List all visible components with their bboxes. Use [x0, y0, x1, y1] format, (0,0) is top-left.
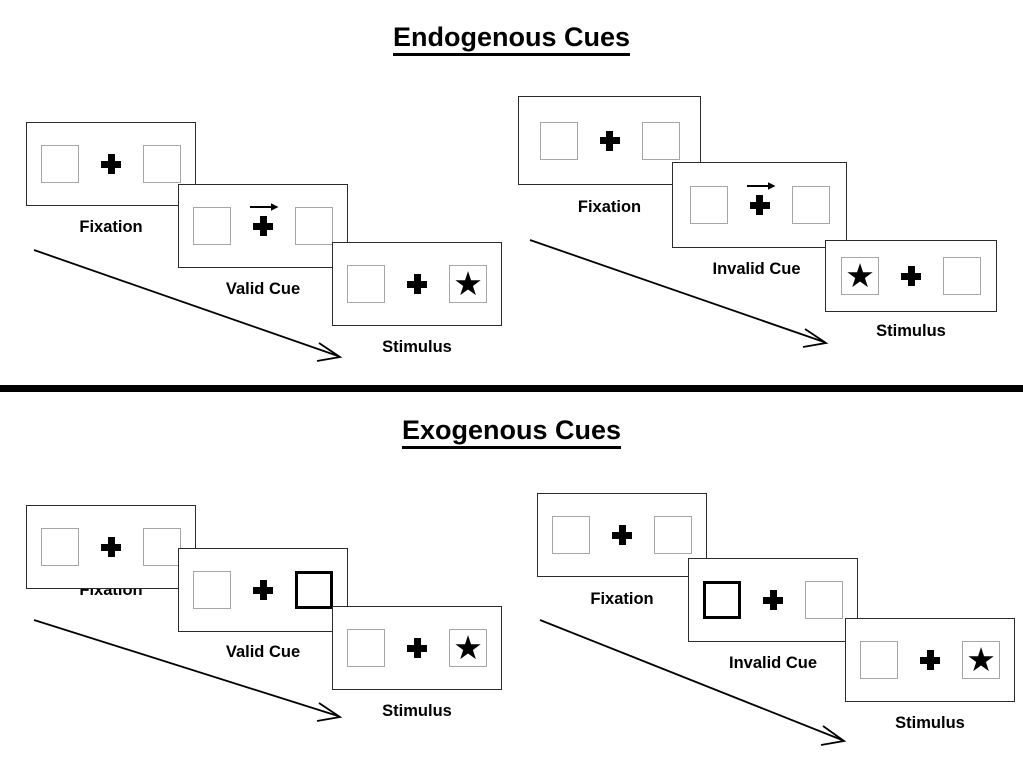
stim-box-left — [552, 516, 590, 554]
stim-box-right — [791, 186, 830, 224]
fixation-cross-icon — [746, 182, 775, 215]
panel-endogenous-valid-stimulus: ★ — [332, 242, 502, 326]
fixation-cross-icon — [920, 650, 940, 670]
step-label-endogenous-invalid-cue: Invalid Cue — [712, 260, 801, 278]
section-title-exogenous: Exogenous Cues — [0, 415, 1023, 449]
stim-box-left: ★ — [841, 257, 879, 295]
time-arrow-exogenous-valid-line — [33, 619, 339, 717]
stim-box-left — [689, 186, 728, 224]
panel-inner — [552, 516, 692, 554]
stim-box-right-cued — [295, 571, 333, 609]
stim-box-right — [805, 581, 843, 619]
step-label-exogenous-invalid-cue: Invalid Cue — [728, 654, 818, 672]
panel-endogenous-valid-fixation — [26, 122, 196, 206]
fixation-cross-icon — [407, 274, 427, 294]
star-icon: ★ — [966, 640, 996, 678]
star-icon: ★ — [845, 256, 875, 294]
stim-box-right — [295, 207, 333, 245]
time-arrow-endogenous-invalid-line — [529, 239, 825, 343]
fixation-cross-icon — [101, 154, 121, 174]
time-arrow-exogenous-invalid-head — [820, 725, 847, 746]
panel-inner — [41, 145, 181, 183]
stim-box-left — [41, 528, 79, 566]
stim-box-left — [41, 145, 79, 183]
fixation-cross-icon — [407, 638, 427, 658]
fixation-cross-icon — [253, 580, 273, 600]
panel-exogenous-valid-fixation — [26, 505, 196, 589]
cue-arrow-right-icon — [250, 203, 279, 211]
fixation-cross-icon — [599, 130, 620, 151]
panel-endogenous-invalid-fixation — [518, 96, 701, 185]
panel-inner — [193, 571, 333, 609]
stim-box-right — [943, 257, 981, 295]
step-label-endogenous-valid-stimulus: Stimulus — [382, 338, 452, 356]
panel-exogenous-invalid-cue — [688, 558, 858, 642]
stim-box-right: ★ — [449, 629, 487, 667]
stim-box-left — [193, 207, 231, 245]
step-label-exogenous-valid-cue: Valid Cue — [225, 643, 301, 661]
step-label-exogenous-valid-stimulus: Stimulus — [382, 702, 452, 720]
step-label-endogenous-invalid-fixation: Fixation — [577, 198, 642, 216]
section-divider — [0, 385, 1023, 392]
stim-box-left-cued — [703, 581, 741, 619]
stim-box-left — [539, 121, 578, 160]
step-label-endogenous-invalid-stimulus: Stimulus — [876, 322, 946, 340]
stim-box-left — [347, 265, 385, 303]
panel-inner: ★ — [347, 265, 487, 303]
panel-endogenous-invalid-cue — [672, 162, 847, 248]
star-icon: ★ — [453, 628, 483, 666]
panel-inner: ★ — [860, 641, 1000, 679]
step-label-exogenous-invalid-stimulus: Stimulus — [895, 714, 965, 732]
panel-inner: ★ — [347, 629, 487, 667]
panel-exogenous-invalid-fixation — [537, 493, 707, 577]
star-icon: ★ — [453, 264, 483, 302]
stim-box-left — [193, 571, 231, 609]
stim-box-left — [347, 629, 385, 667]
panel-inner — [703, 581, 843, 619]
time-arrow-endogenous-invalid-head — [802, 328, 829, 348]
fixation-cross-icon — [101, 537, 121, 557]
stim-box-right — [641, 121, 680, 160]
panel-inner — [193, 203, 333, 245]
panel-endogenous-valid-cue — [178, 184, 348, 268]
panel-exogenous-valid-stimulus: ★ — [332, 606, 502, 690]
stim-box-right — [143, 528, 181, 566]
stim-box-right: ★ — [962, 641, 1000, 679]
cue-arrow-right-icon — [746, 182, 775, 190]
section-title-endogenous-text: Endogenous Cues — [392, 22, 630, 56]
stim-box-left — [860, 641, 898, 679]
step-label-endogenous-valid-fixation: Fixation — [79, 218, 143, 236]
step-label-endogenous-valid-cue: Valid Cue — [225, 280, 301, 298]
panel-exogenous-invalid-stimulus: ★ — [845, 618, 1015, 702]
panel-inner: ★ — [841, 257, 981, 295]
stim-box-right — [143, 145, 181, 183]
stim-box-right: ★ — [449, 265, 487, 303]
panel-inner — [689, 182, 830, 224]
fixation-cross-icon — [901, 266, 921, 286]
panel-inner — [539, 121, 680, 160]
fixation-cross-icon — [612, 525, 632, 545]
section-title-endogenous: Endogenous Cues — [0, 22, 1023, 56]
step-label-exogenous-invalid-fixation: Fixation — [590, 590, 654, 608]
panel-exogenous-valid-cue — [178, 548, 348, 632]
panel-inner — [41, 528, 181, 566]
panel-endogenous-invalid-stimulus: ★ — [825, 240, 997, 312]
section-title-exogenous-text: Exogenous Cues — [401, 415, 622, 449]
fixation-cross-icon — [250, 203, 279, 236]
fixation-cross-icon — [763, 590, 783, 610]
stim-box-right — [654, 516, 692, 554]
